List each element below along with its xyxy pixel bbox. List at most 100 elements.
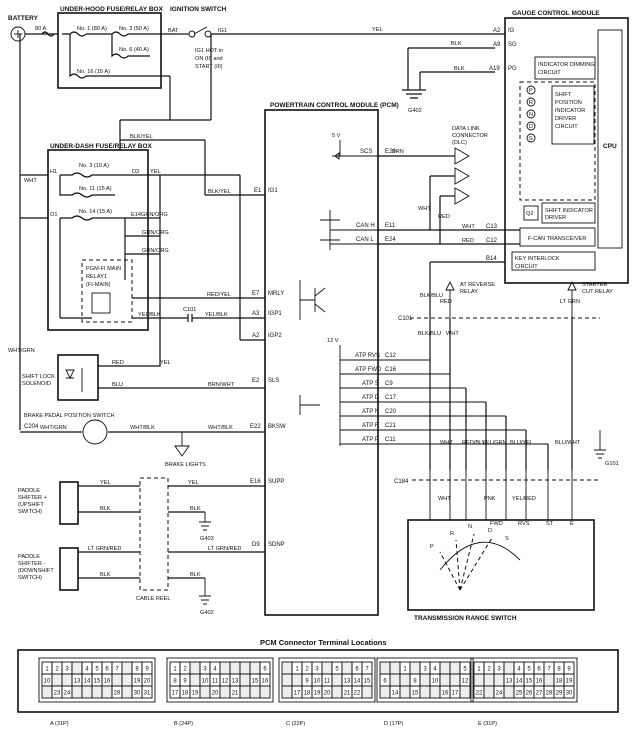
- terminal-cell: [71, 661, 83, 675]
- terminal-cell: [503, 661, 515, 675]
- wire-wht-blk-1: WHT/BLK: [130, 425, 155, 431]
- terminal-cell: [291, 673, 303, 687]
- range-st: ST: [546, 521, 554, 527]
- terminal-number: 27: [536, 691, 543, 697]
- range-d: D: [488, 528, 492, 534]
- gcm-fcan: F-CAN TRANSCEIVER: [528, 236, 586, 242]
- gcm-pin-c12: C12: [486, 238, 498, 244]
- svg-text:Q2: Q2: [526, 211, 533, 217]
- terminal-number: 11: [324, 679, 331, 685]
- terminal-number: 2: [183, 667, 187, 673]
- pcm-box: [264, 109, 379, 616]
- terminal-number: 2: [487, 667, 491, 673]
- underdash-fuse-box: [47, 149, 149, 331]
- wire-wht-3: WHT: [438, 496, 451, 502]
- terminal-cell: [439, 661, 451, 675]
- terminal-number: 16: [262, 679, 269, 685]
- wire-blk-up: BLK: [100, 506, 111, 512]
- terminal-number: 3: [423, 667, 427, 673]
- terminal-cell: [111, 673, 123, 687]
- ud-fuse-no14: No. 14 (15 A): [79, 209, 112, 215]
- terminal-cell: [321, 661, 333, 675]
- gcm-shift-ind-2: DRIVER: [545, 215, 566, 221]
- terminal-cell: [281, 685, 293, 699]
- paddle-up-2: SHIFTER +: [18, 495, 47, 501]
- pcm-right-pins: 5 V SCS E29 CAN H E11 CAN L E24 12 V ATP…: [327, 133, 397, 443]
- dlc: DATA LINK CONNECTOR (DLC): [420, 126, 488, 244]
- terminal-section-title: PCM Connector Terminal Locations: [260, 638, 387, 647]
- terminal-number: 16: [104, 679, 111, 685]
- terminal-number: 20: [324, 691, 331, 697]
- terminal-number: 4: [85, 667, 89, 673]
- terminal-number: 8: [173, 679, 177, 685]
- terminal-number: 9: [145, 667, 149, 673]
- wire-red-sls: RED: [112, 360, 124, 366]
- wire-yel-blk: YEL/BLK: [138, 312, 161, 318]
- underhood-box-title: UNDER-HOOD FUSE/RELAY BOX: [60, 6, 164, 13]
- terminal-number: 4: [517, 667, 521, 673]
- pcm-title: POWERTRAIN CONTROL MODULE (PCM): [270, 102, 399, 109]
- terminal-cell: [121, 661, 133, 675]
- gcm-letter-p: P: [529, 88, 533, 94]
- terminal-number: 1: [173, 667, 177, 673]
- terminal-cell: [493, 673, 505, 687]
- terminal-label-b: B (24P): [174, 721, 193, 727]
- wire-ltgrn-red-2: LT GRN/RED: [208, 546, 241, 552]
- terminal-number: 29: [556, 691, 563, 697]
- wire-blk-yel-2: BLK/YEL: [208, 189, 231, 195]
- terminal-number: 30: [566, 691, 573, 697]
- terminal-number: 23: [54, 691, 61, 697]
- wire-red-rev: RED: [440, 299, 452, 305]
- terminal-number: 4: [213, 667, 217, 673]
- terminal-number: 3: [315, 667, 319, 673]
- terminal-number: 8: [413, 679, 417, 685]
- ignition-switch-title: IGNITION SWITCH: [170, 6, 227, 13]
- wire-red-blu: RED/BLU: [462, 440, 486, 446]
- gcm-pin-a19: A19: [489, 66, 500, 72]
- terminal-cell: [229, 661, 241, 675]
- ud-fuse-no3: No. 3 (10 A): [79, 163, 109, 169]
- pcm-pin-atp-p: ATP P: [362, 437, 379, 443]
- terminal-number: 15: [252, 679, 259, 685]
- terminal-cell: [81, 685, 93, 699]
- wire-blk-yel-1: BLK/YEL: [130, 134, 153, 140]
- terminal-number: 24: [496, 691, 503, 697]
- terminal-cell: [483, 673, 495, 687]
- gcm-driver-1: SHIFT: [555, 92, 572, 98]
- pcm-pin-atp-fwd: ATP FWD: [355, 367, 382, 373]
- shift-lock-1: SHIFT LOCK: [22, 374, 55, 380]
- wire-yel-red: YEL/RED: [512, 496, 536, 502]
- wire-yel-supp: YEL: [188, 480, 199, 486]
- terminal-number: 6: [105, 667, 109, 673]
- terminal-number: 31: [144, 691, 151, 697]
- pcm-pin-atp-r: ATP R: [362, 423, 380, 429]
- ignition-note-3: START (III): [195, 64, 223, 70]
- terminal-number: 1: [295, 667, 299, 673]
- terminal-number: 14: [354, 679, 361, 685]
- terminal-cell: [563, 685, 575, 699]
- pcm-pin-igp1: IGP1: [268, 311, 282, 317]
- term-e14: E14: [131, 212, 141, 218]
- fuse-no1: No. 1 (80 A): [77, 26, 107, 32]
- terminal-cell: [439, 673, 451, 687]
- wire-grn-org-3: GRN/ORG: [142, 248, 169, 254]
- pcm-pin-atp-d: ATP D: [362, 395, 380, 401]
- range-switch-box: [407, 519, 595, 611]
- terminal-number: 14: [516, 679, 523, 685]
- pcm-pin-e24: E24: [385, 237, 396, 243]
- pcm-pin-canh: CAN H: [356, 223, 375, 229]
- terminal-number: 1: [45, 667, 49, 673]
- range-e: E: [570, 521, 574, 527]
- terminal-number: 10: [314, 679, 321, 685]
- terminal-cell: [341, 661, 353, 675]
- terminal-number: 13: [232, 679, 239, 685]
- terminal-number: 6: [355, 667, 359, 673]
- wire-pnk: PNK: [484, 496, 496, 502]
- ignition-note-1: IG1 HOT in: [195, 48, 223, 54]
- gcm-pin-c13: C13: [486, 224, 498, 230]
- wire-wht-canh: WHT: [462, 224, 475, 230]
- wire-grn-org-1: GRN/ORG: [141, 212, 168, 218]
- wire-yel-d3: YEL: [150, 169, 161, 175]
